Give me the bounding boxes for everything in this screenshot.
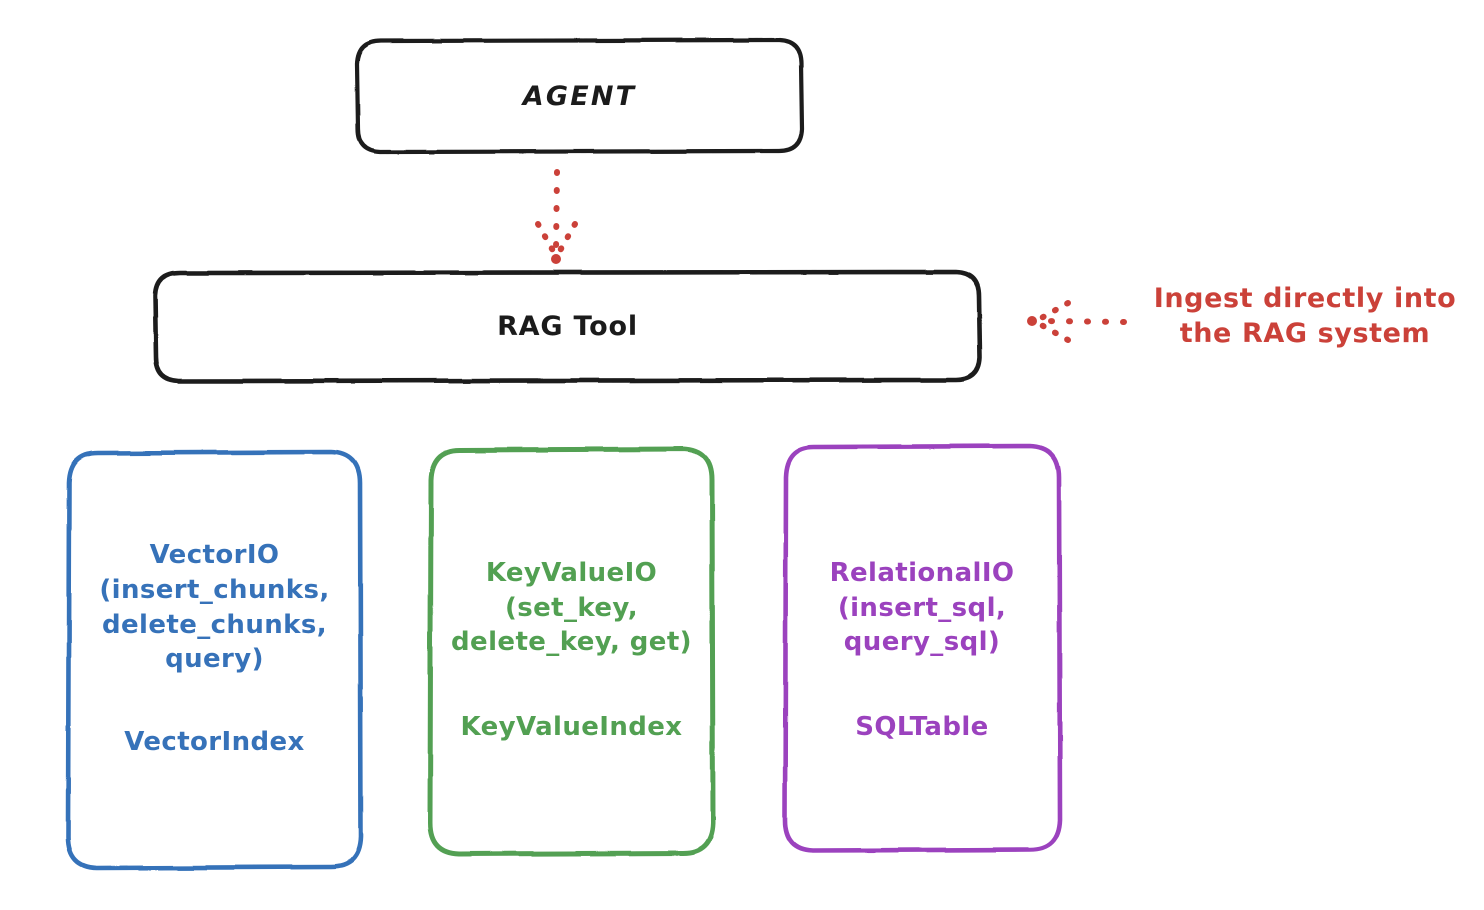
rag-tool-box-shape[interactable] — [152, 269, 983, 384]
ingest-arrow-connector — [1027, 300, 1127, 343]
keyvalueio-card-shape[interactable] — [427, 446, 716, 857]
agent-box-shape[interactable] — [354, 37, 805, 155]
relationalio-card-shape[interactable] — [782, 443, 1063, 854]
ingest-annotation-text: Ingest directly into the RAG system — [1153, 283, 1457, 349]
agent-to-rag-connector — [535, 169, 578, 264]
vectorio-card-shape[interactable] — [65, 449, 364, 871]
